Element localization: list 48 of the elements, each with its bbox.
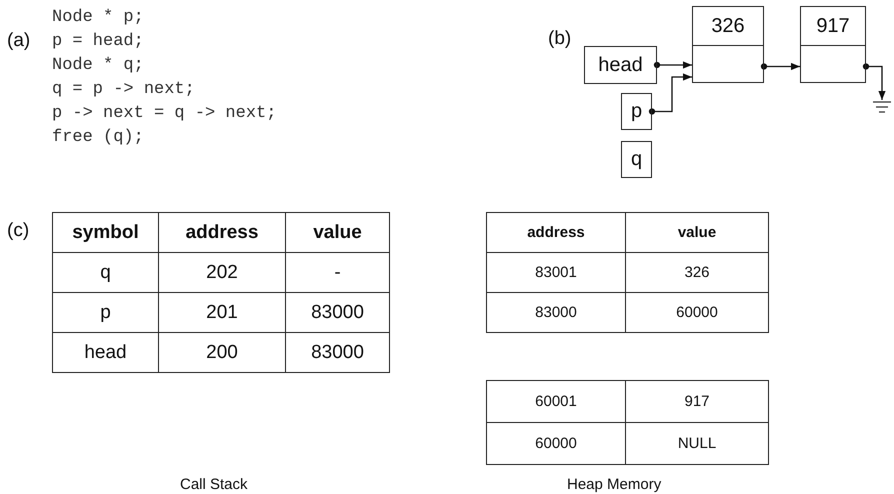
column-header: value	[626, 212, 768, 252]
table-cell: q	[52, 252, 158, 292]
table-cell: p	[52, 292, 158, 332]
pointer-arrow	[760, 62, 800, 70]
column-header: address	[486, 212, 626, 252]
node-value: 326	[711, 14, 745, 38]
pointer-arrow	[862, 63, 886, 100]
column-header: symbol	[52, 212, 158, 252]
part-label: (b)	[548, 28, 572, 50]
table-cell: 83000	[486, 292, 626, 332]
table-cell: 60000	[486, 422, 626, 464]
part-label: (a)	[7, 30, 30, 52]
table-cell: head	[52, 332, 158, 372]
ground-symbol	[872, 100, 892, 114]
table-cell: 83000	[286, 292, 390, 332]
code-line: free (q);	[52, 128, 144, 148]
table-cell: 200	[158, 332, 286, 372]
table-cell: -	[286, 252, 390, 292]
table-cell: 917	[626, 380, 768, 422]
caption: Heap Memory	[567, 476, 662, 493]
code-line: Node * p;	[52, 8, 144, 28]
variable-name: head	[598, 54, 643, 76]
pointer-box	[621, 93, 652, 130]
table-cell: 60001	[486, 380, 626, 422]
list-node-box	[800, 6, 866, 83]
table-cell: 202	[158, 252, 286, 292]
code-line: p = head;	[52, 32, 144, 52]
table-cell: 83001	[486, 252, 626, 292]
table-cell: 83000	[286, 332, 390, 372]
part-label: (c)	[7, 220, 30, 242]
table-cell: 201	[158, 292, 286, 332]
pointer-box	[621, 141, 652, 178]
variable-name: q	[630, 148, 642, 171]
code-line: q = p -> next;	[52, 80, 195, 100]
node-value: 917	[816, 14, 850, 38]
caption: Call Stack	[180, 476, 248, 493]
column-header: address	[158, 212, 286, 252]
pointer-arrow	[654, 61, 692, 69]
code-line: Node * q;	[52, 56, 144, 76]
variable-name: p	[630, 100, 642, 123]
table-cell: 326	[626, 252, 768, 292]
code-line: p -> next = q -> next;	[52, 104, 276, 124]
pointer-box	[584, 46, 657, 84]
column-header: value	[286, 212, 390, 252]
table-cell: NULL	[626, 422, 768, 464]
table-cell: 60000	[626, 292, 768, 332]
pointer-arrow	[648, 73, 692, 115]
list-node-box	[692, 6, 764, 83]
